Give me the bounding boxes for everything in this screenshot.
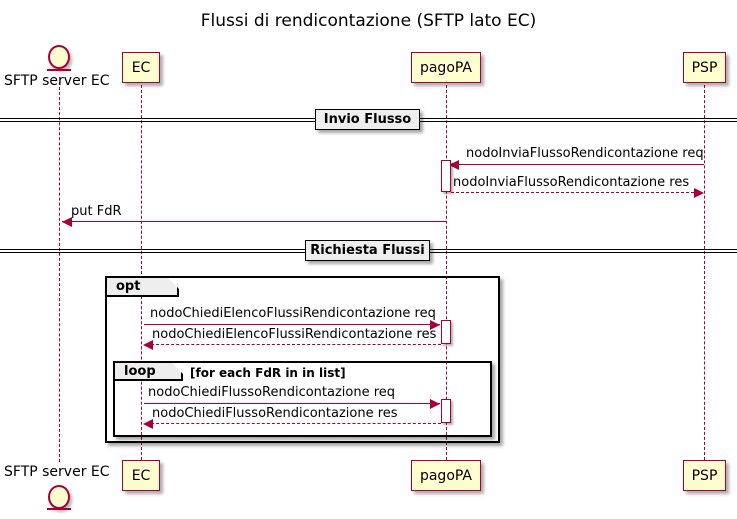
- lifeline-psp: [704, 85, 705, 460]
- activation-bar-pagopa-2: [441, 320, 451, 344]
- fragment-label-opt: opt: [116, 279, 141, 294]
- participant-label-sftp-top: SFTP server EC: [4, 73, 110, 89]
- arrow-head-chiedi-elenco-req: [430, 320, 440, 330]
- fragment-tab-opt: opt: [107, 278, 179, 297]
- page-title: Flussi di rendicontazione (SFTP lato EC): [200, 11, 537, 31]
- participant-label-pagopa-bottom: pagoPA: [419, 467, 473, 484]
- message-line-chiedi-elenco-res: [146, 344, 441, 345]
- actor-base-icon-bottom: [47, 508, 71, 510]
- participant-ec-bottom[interactable]: EC: [122, 460, 160, 491]
- message-label-nodo-invia-flusso-req: nodoInviaFlussoRendicontazione req: [466, 146, 704, 161]
- divider-label-invio-flusso: Invio Flusso: [323, 112, 412, 127]
- message-label-chiedi-elenco-res: nodoChiediElencoFlussiRendicontazione re…: [152, 327, 437, 342]
- participant-pagopa-top[interactable]: pagoPA: [411, 52, 481, 83]
- participant-label-sftp-bottom: SFTP server EC: [4, 464, 110, 480]
- participant-label-ec-bottom: EC: [131, 467, 151, 484]
- divider-invio-flusso: Invio Flusso: [315, 109, 420, 130]
- participant-ec-top[interactable]: EC: [122, 52, 160, 83]
- message-label-chiedi-elenco-req: nodoChiediElencoFlussiRendicontazione re…: [150, 306, 436, 321]
- message-line-chiedi-flusso-res: [146, 423, 441, 424]
- fragment-guard-loop: [for each FdR in in list]: [190, 366, 346, 380]
- actor-base-icon-top: [47, 69, 71, 71]
- divider-richiesta-flussi: Richiesta Flussi: [305, 240, 430, 261]
- participant-label-pagopa-top: pagoPA: [419, 59, 473, 76]
- arrow-head-chiedi-elenco-res: [143, 340, 153, 350]
- lifeline-pagopa: [446, 85, 447, 460]
- arrow-head-nodo-invia-flusso-req: [449, 160, 459, 170]
- fragment-loop: [113, 361, 492, 437]
- fragment-tab-loop: loop: [115, 363, 183, 381]
- message-line-nodo-invia-flusso-res: [451, 192, 694, 193]
- participant-psp-bottom[interactable]: PSP: [683, 460, 726, 491]
- arrow-head-chiedi-flusso-req: [430, 399, 440, 409]
- activation-bar-pagopa-3: [441, 399, 451, 423]
- message-label-chiedi-flusso-req: nodoChiediFlussoRendicontazione req: [148, 385, 396, 400]
- message-label-chiedi-flusso-res: nodoChiediFlussoRendicontazione res: [152, 406, 398, 421]
- actor-head-icon-top: [48, 45, 70, 69]
- message-line-chiedi-elenco-req: [144, 324, 440, 325]
- lifeline-ec: [141, 85, 142, 460]
- lifeline-sftp: [59, 82, 60, 462]
- divider-label-richiesta-flussi: Richiesta Flussi: [310, 243, 425, 258]
- participant-pagopa-bottom[interactable]: pagoPA: [411, 460, 481, 491]
- actor-head-icon-bottom: [48, 485, 70, 509]
- arrow-head-put-fdr: [62, 217, 72, 227]
- arrow-head-chiedi-flusso-res: [143, 419, 153, 429]
- participant-psp-top[interactable]: PSP: [683, 52, 726, 83]
- participant-label-ec-top: EC: [131, 59, 151, 76]
- participant-label-psp-top: PSP: [691, 59, 718, 76]
- message-line-nodo-invia-flusso-req: [449, 164, 704, 165]
- message-label-put-fdr: put FdR: [71, 204, 122, 219]
- message-line-chiedi-flusso-req: [144, 403, 440, 404]
- fragment-opt: [105, 276, 500, 443]
- arrow-head-nodo-invia-flusso-res: [694, 188, 704, 198]
- activation-bar-pagopa-1: [441, 160, 451, 192]
- participant-label-psp-bottom: PSP: [691, 467, 718, 484]
- message-label-nodo-invia-flusso-res: nodoInviaFlussoRendicontazione res: [453, 175, 690, 190]
- message-line-put-fdr: [62, 221, 446, 222]
- fragment-label-loop: loop: [124, 363, 156, 379]
